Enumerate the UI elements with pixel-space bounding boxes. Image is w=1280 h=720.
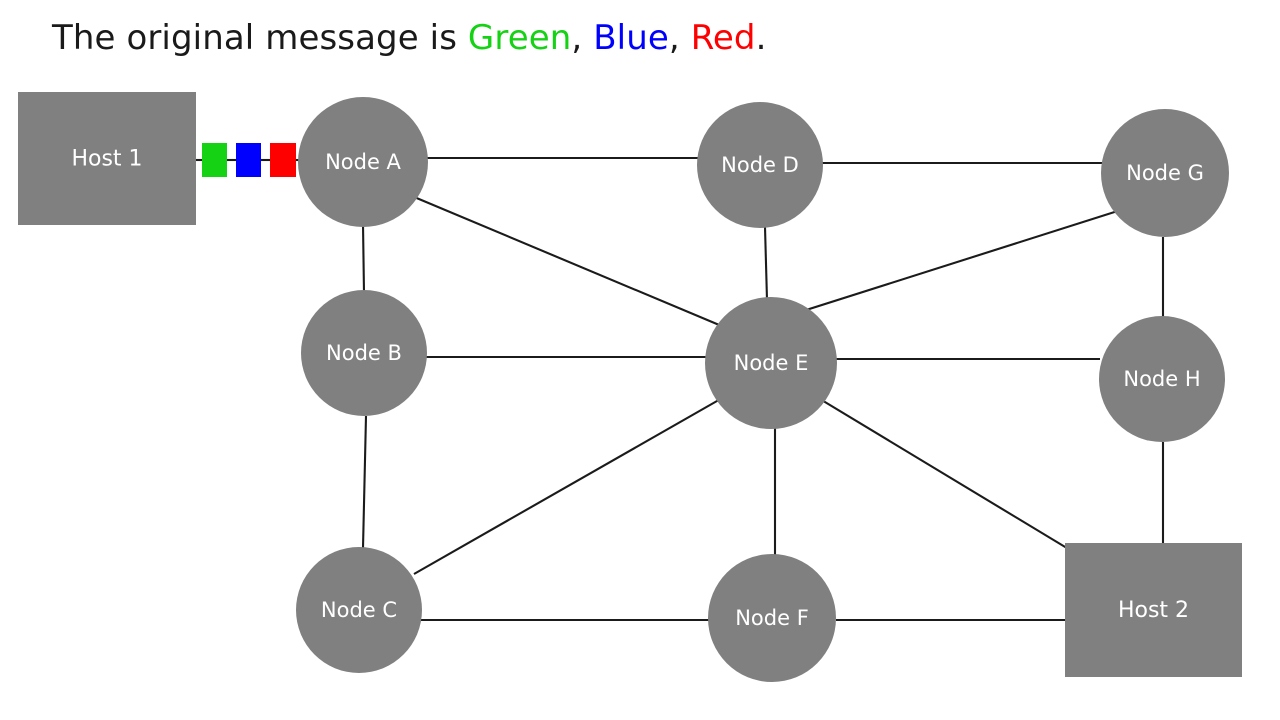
title-period: . [755, 18, 767, 58]
node-B-label: Node B [326, 341, 402, 365]
title-comma-2: , [668, 18, 691, 58]
node-E-label: Node E [734, 351, 809, 375]
nodes-layer: Node A Node B Node C Node D Node E Node F Node… [296, 97, 1229, 682]
node-B[interactable]: Node B [301, 290, 427, 416]
host-host2-rect [1065, 543, 1242, 677]
node-H[interactable]: Node H [1099, 316, 1225, 442]
edge-e-host2 [814, 395, 1091, 563]
host-host2-label: Host 2 [1118, 598, 1189, 623]
node-C-label: Node C [321, 598, 397, 622]
page-title: The original message is Green, Blue, Red… [52, 16, 767, 60]
node-A[interactable]: Node A [298, 97, 428, 227]
edge-d-e [763, 226, 769, 301]
node-B-circle [301, 290, 427, 416]
edge-a-e [406, 193, 725, 328]
host-host1-label: Host 1 [71, 147, 142, 172]
title-token-blue: Blue [593, 18, 669, 58]
packet-red[interactable] [270, 143, 296, 177]
edge-b-c [361, 415, 368, 549]
node-C-circle [296, 547, 422, 673]
node-A-circle [298, 97, 428, 227]
packet-blue[interactable] [236, 143, 261, 177]
node-G[interactable]: Node G [1101, 109, 1229, 237]
host-host1-rect [18, 92, 196, 225]
node-H-label: Node H [1123, 367, 1200, 391]
node-E[interactable]: Node E [705, 297, 837, 429]
title-token-green: Green [467, 18, 572, 58]
node-A-label: Node A [325, 150, 401, 174]
node-D-label: Node D [721, 153, 799, 177]
node-D-circle [697, 102, 823, 228]
node-H-circle [1099, 316, 1225, 442]
packets-layer [202, 143, 296, 177]
edge-c-e [413, 392, 732, 575]
host-host1[interactable]: Host 1 [18, 92, 196, 225]
title-prefix: The original message is [52, 18, 468, 58]
title-comma-1: , [571, 18, 594, 58]
node-F-circle [708, 554, 836, 682]
packet-green[interactable] [202, 143, 227, 177]
node-F[interactable]: Node F [708, 554, 836, 682]
node-C[interactable]: Node C [296, 547, 422, 673]
node-G-label: Node G [1126, 161, 1204, 185]
node-G-circle [1101, 109, 1229, 237]
title-token-red: Red [690, 18, 756, 58]
hosts-layer: Host 1 Host 2 [18, 92, 1242, 677]
host-host2[interactable]: Host 2 [1065, 543, 1242, 677]
edge-a-b [361, 223, 366, 294]
node-D[interactable]: Node D [697, 102, 823, 228]
node-F-label: Node F [735, 606, 809, 630]
node-E-circle [705, 297, 837, 429]
